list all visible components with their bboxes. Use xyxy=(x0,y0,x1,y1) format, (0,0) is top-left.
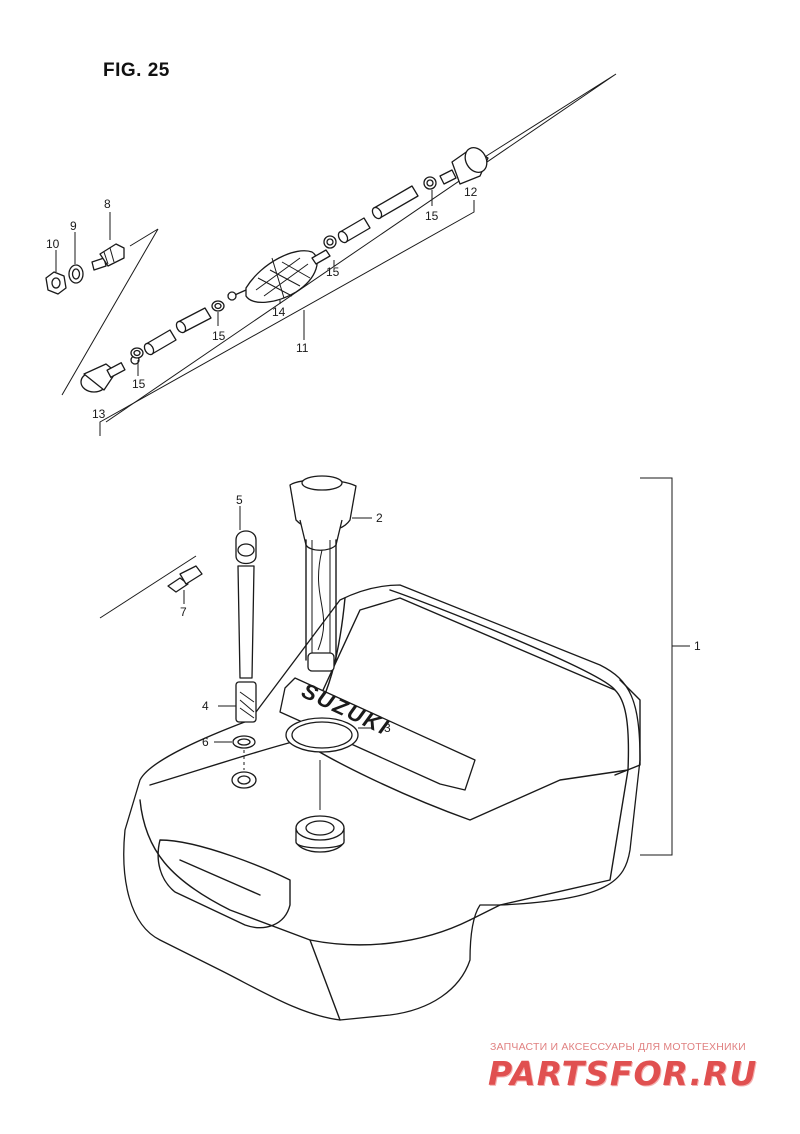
hose-clamp-15-c xyxy=(323,235,337,249)
assembly-wedge-right xyxy=(105,73,617,423)
callout-15-a: 15 xyxy=(132,377,146,391)
primer-bulb-14 xyxy=(227,249,331,303)
fuel-line-assembly xyxy=(45,73,617,436)
callout-1: 1 xyxy=(694,639,701,653)
hose-clamp-15-b xyxy=(211,300,225,312)
hose-clamp-15-a xyxy=(130,347,144,359)
figure-title: FIG. 25 xyxy=(103,60,170,81)
connector-8 xyxy=(91,243,125,271)
leader-lines xyxy=(55,190,433,743)
part-1-bracket xyxy=(640,477,673,856)
callout-5: 5 xyxy=(236,493,243,507)
callout-15-d: 15 xyxy=(425,209,439,223)
callout-6: 6 xyxy=(202,735,209,749)
fuel-gauge-2 xyxy=(289,475,357,672)
callout-10: 10 xyxy=(46,237,60,251)
callout-14: 14 xyxy=(272,305,286,319)
callout-2: 2 xyxy=(376,511,383,525)
callout-15-c: 15 xyxy=(326,265,340,279)
callout-11: 11 xyxy=(296,341,309,355)
assembly-wedge-left xyxy=(61,228,159,396)
nut-10 xyxy=(45,271,67,295)
callout-12: 12 xyxy=(464,185,478,199)
callout-8: 8 xyxy=(104,197,111,211)
connector-12 xyxy=(439,147,489,185)
hose-segment-left xyxy=(143,307,212,356)
filter-4 xyxy=(235,681,257,723)
fuel-tank-body: SUZUKI xyxy=(123,584,641,1021)
hose-clamp-15-d xyxy=(423,176,437,190)
pickup-tube-5 xyxy=(235,530,257,679)
callout-9: 9 xyxy=(70,219,77,233)
o-ring-3 xyxy=(285,717,359,753)
callout-4: 4 xyxy=(202,699,209,713)
connector-13 xyxy=(80,355,140,393)
callout-13: 13 xyxy=(92,407,106,421)
watermark-tagline: ЗАПЧАСТИ И АКСЕССУАРЫ ДЛЯ МОТОТЕХНИКИ xyxy=(490,1041,746,1053)
washer-6 xyxy=(232,735,256,749)
callout-7: 7 xyxy=(180,605,187,619)
callout-3: 3 xyxy=(384,721,391,735)
hose-segment-right xyxy=(337,185,419,244)
washer-9 xyxy=(68,264,84,284)
assembly-bracket-line xyxy=(99,200,475,436)
watermark-brand: PARTSFOR.RU xyxy=(488,1054,758,1093)
callout-15-b: 15 xyxy=(212,329,226,343)
fitting-7 xyxy=(99,555,203,619)
